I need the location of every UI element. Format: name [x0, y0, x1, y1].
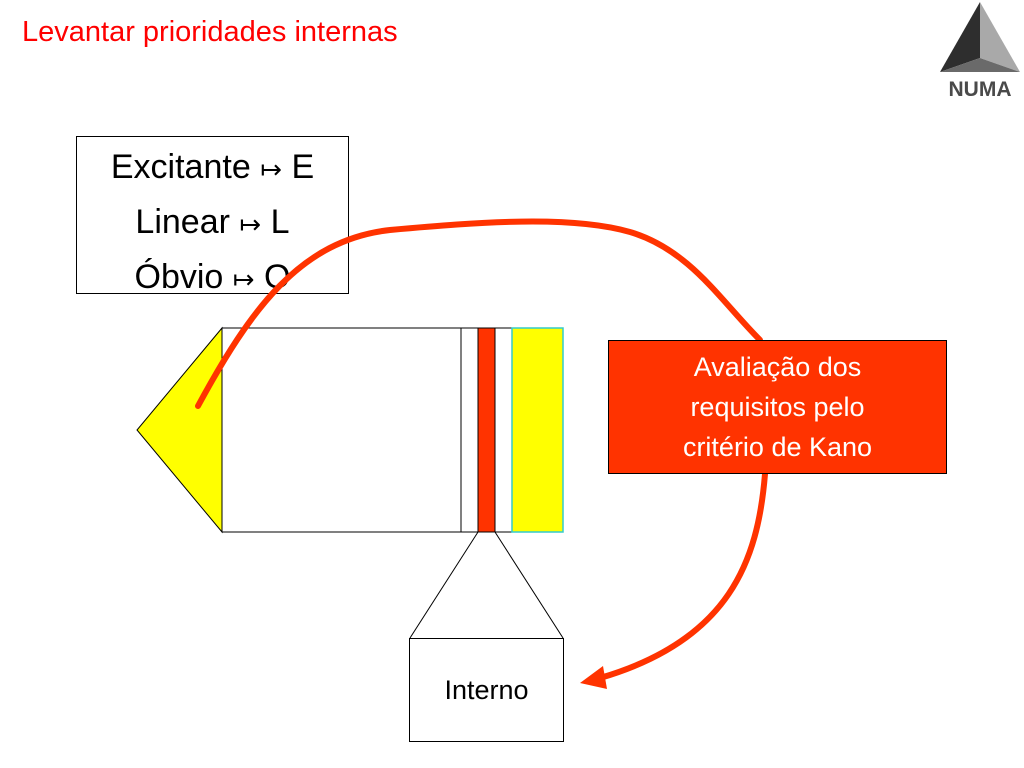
maps-to-icon: ↦	[232, 264, 255, 294]
logo-text: NUMA	[949, 78, 1012, 101]
numa-logo: NUMA	[940, 2, 1020, 101]
pencil-band-red	[477, 327, 496, 533]
internal-label: Interno	[444, 674, 529, 705]
maps-to-icon: ↦	[260, 154, 282, 184]
legend-code: L	[270, 203, 290, 241]
legend-label: Excitante	[110, 148, 251, 186]
callout-line-left	[409, 531, 479, 639]
pencil-band-left	[460, 327, 479, 533]
callout-line-right	[494, 531, 564, 639]
slide-title: Levantar prioridades internas	[22, 16, 398, 48]
legend-code: E	[291, 148, 315, 186]
flow-arrow-to-interno	[597, 471, 768, 681]
pencil-body	[221, 327, 462, 533]
logo-bottom-facet	[940, 58, 1020, 72]
flow-arrow-to-kano	[195, 218, 763, 409]
arrow-head-icon	[580, 666, 607, 689]
internal-box: Interno	[409, 638, 564, 742]
legend-line-obvio: Óbvio ↦ O	[77, 251, 348, 306]
kano-evaluation-box: Avaliação dos requisitos pelo critério d…	[608, 340, 947, 474]
logo-left-facet	[940, 2, 980, 72]
pencil-eraser	[511, 327, 564, 533]
pencil-band-right	[494, 327, 513, 533]
legend-line-linear: Linear ↦ L	[77, 196, 348, 251]
kano-evaluation-text: Avaliação dos requisitos pelo critério d…	[682, 352, 873, 462]
logo-right-facet	[980, 2, 1020, 72]
legend-line-excitante: Excitante ↦ E	[77, 141, 348, 196]
legend-label: Linear	[135, 203, 230, 241]
pencil-tip	[136, 326, 223, 534]
legend-label: Óbvio	[134, 258, 224, 296]
maps-to-icon: ↦	[239, 209, 262, 239]
